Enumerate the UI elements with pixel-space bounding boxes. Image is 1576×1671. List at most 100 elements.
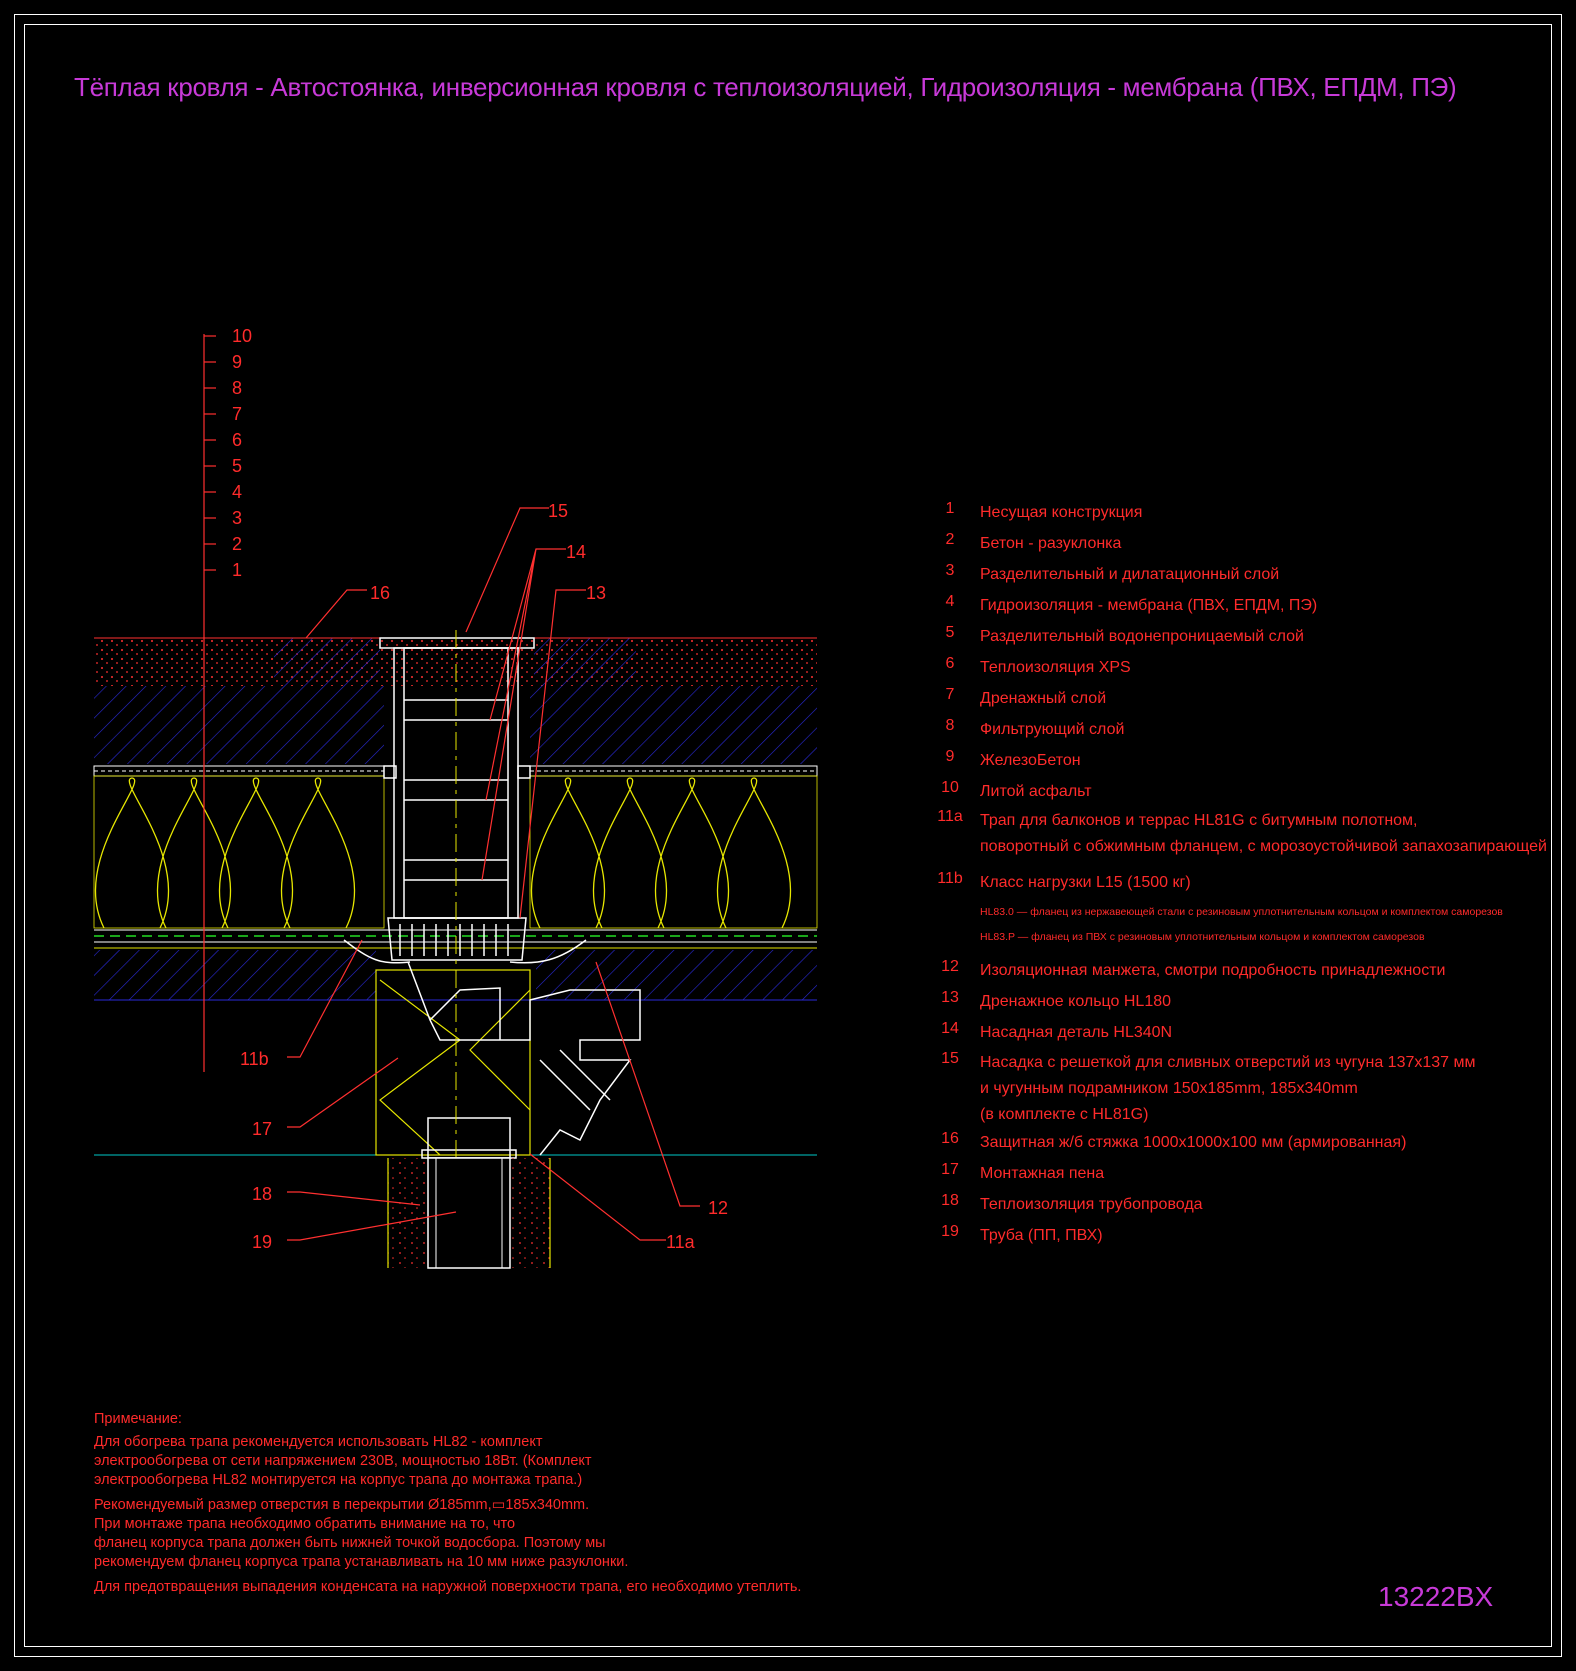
legend-text: Монтажная пена [980,1161,1104,1187]
layer-structure [94,950,817,1156]
legend-number: 9 [945,748,955,765]
scale-label: 2 [232,534,242,554]
notes: Примечание: Для обогрева трапа рекоменду… [94,1411,801,1603]
legend-text: Бетон - разуклонка [980,531,1121,557]
callout-19: 19 [252,1232,272,1252]
legend-number: 2 [945,531,955,548]
legend-number: 4 [945,593,955,610]
legend-line: Насадная деталь HL340N [980,1024,1173,1041]
notes-paragraph-1: Для обогрева трапа рекомендуется использ… [94,1434,592,1488]
legend-line: Насадка с решеткой для сливных отверстий… [980,1054,1476,1071]
legend-number: 16 [941,1130,959,1147]
legend-line: Литой асфальт [980,783,1092,800]
legend-line: Несущая конструкция [980,504,1143,521]
callout-13: 13 [586,583,606,603]
legend-text: Разделительный водонепроницаемый слой [980,624,1304,650]
legend-number: 7 [945,686,955,703]
legend-number: 1 [945,500,955,517]
callout-leaders [287,507,700,1241]
legend-number: 6 [945,655,955,672]
notes-paragraph-2: Рекомендуемый размер отверстия в перекры… [94,1497,629,1570]
scale-label: 8 [232,378,242,398]
legend-number: 18 [941,1192,959,1209]
legend-line: Теплоизоляция трубопровода [980,1196,1203,1213]
legend-line: Гидроизоляция - мембрана (ПВХ, ЕПДМ, ПЭ) [980,597,1318,614]
legend-text: Несущая конструкция [980,500,1142,526]
legend-number: 3 [945,562,955,579]
legend-text: Разделительный и дилатационный слой [980,562,1279,588]
legend-text: Защитная ж/б стяжка 1000x1000x100 мм (ар… [980,1130,1406,1156]
legend-number: 10 [941,779,959,796]
layer-asphalt [94,637,817,686]
scale-label: 6 [232,430,242,450]
legend-text: HL83.0 — фланец из нержавеющей стали с р… [980,900,1503,950]
legend-number: 11a [937,808,963,825]
legend-text: Гидроизоляция - мембрана (ПВХ, ЕПДМ, ПЭ) [980,593,1317,619]
legend-line: Изоляционная манжета, смотри подробность… [980,962,1446,979]
legend-text: Изоляционная манжета, смотри подробность… [980,958,1445,984]
legend-text: Теплоизоляция трубопровода [980,1192,1203,1218]
legend-text: Насадная деталь HL340N [980,1020,1172,1046]
legend-line: Теплоизоляция XPS [980,659,1131,676]
scale-label: 3 [232,508,242,528]
legend-number: 19 [941,1223,959,1240]
legend-line: Разделительный водонепроницаемый слой [980,628,1304,645]
legend-line: Класс нагрузки L15 (1500 кг) [980,874,1191,891]
legend-line: Монтажная пена [980,1165,1105,1182]
scale-label: 5 [232,456,242,476]
legend-text: Насадка с решеткой для сливных отверстий… [980,1050,1476,1128]
callout-12: 12 [708,1198,728,1218]
scale-label: 10 [232,326,252,346]
scale-label: 1 [232,560,242,580]
callout-17: 17 [252,1119,272,1139]
legend-text: Дренажный слой [980,686,1106,712]
legend-number: 15 [941,1050,959,1067]
legend-line: Защитная ж/б стяжка 1000x1000x100 мм (ар… [980,1134,1407,1151]
legend-number: 14 [941,1020,959,1037]
legend-line: Разделительный и дилатационный слой [980,566,1280,583]
callout-18: 18 [252,1184,272,1204]
legend-number: 12 [941,958,959,975]
layer-reinforced-concrete [94,686,817,764]
legend-line: поворотный с обжимным фланцем, с морозоу… [980,838,1547,855]
callout-11a: 11a [666,1232,696,1252]
notes-heading: Примечание: [94,1411,182,1427]
scale-label: 4 [232,482,242,502]
layer-scale: 10 9 8 7 6 5 4 3 2 1 [203,326,252,1072]
drawing-code: 13222BX [1378,1581,1494,1612]
legend-line: (в комплекте с HL81G) [980,1106,1149,1123]
callout-11b: 11b [240,1049,269,1069]
legend-line: Дренажное кольцо HL180 [980,993,1172,1010]
legend-number: 5 [945,624,955,641]
scale-label: 9 [232,352,242,372]
legend-line: и чугунным подрамником 150x185mm, 185x34… [980,1080,1358,1097]
legend-number: 17 [941,1161,959,1178]
legend-line: HL83.P — фланец из ПВХ с резиновым уплот… [980,931,1425,943]
callout-15: 15 [548,501,568,521]
legend-text: Класс нагрузки L15 (1500 кг) [980,870,1191,896]
callout-14: 14 [566,542,586,562]
legend-text: Фильтрующий слой [980,717,1124,743]
legend-line: Дренажный слой [980,690,1107,707]
legend-line: Бетон - разуклонка [980,535,1122,552]
legend-line: Труба (ПП, ПВХ) [980,1227,1103,1244]
legend-text: Литой асфальт [980,779,1092,805]
legend-text: Теплоизоляция XPS [980,655,1131,681]
drain-pipe [387,1157,551,1269]
legend-number: 8 [945,717,955,734]
mounting-foam [375,969,531,1156]
legend-text: Дренажное кольцо HL180 [980,989,1171,1015]
legend-number: 11b [937,870,963,887]
legend-line: ЖелезоБетон [980,752,1081,769]
drawing-title: Тёплая кровля - Автостоянка, инверсионна… [74,72,1457,102]
legend-number: 13 [941,989,959,1006]
legend-text: Трап для балконов и террас HL81G с битум… [980,808,1547,860]
legend-text: Труба (ПП, ПВХ) [980,1223,1103,1249]
notes-paragraph-3: Для предотвращения выпадения конденсата … [94,1579,802,1595]
legend-text: ЖелезоБетон [980,748,1081,774]
layer-xps-insulation [93,775,818,929]
legend-line: HL83.0 — фланец из нержавеющей стали с р… [980,906,1503,918]
scale-label: 7 [232,404,242,424]
legend-line: Трап для балконов и террас HL81G с битум… [980,812,1418,829]
